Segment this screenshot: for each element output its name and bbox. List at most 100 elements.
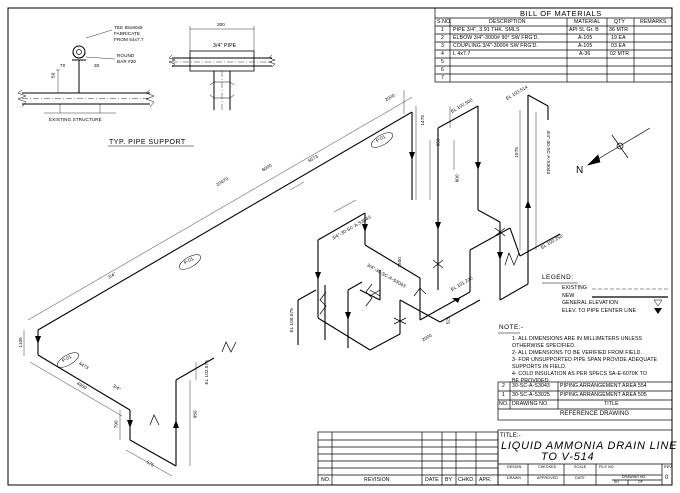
bom-cell-material: A-36: [579, 51, 591, 57]
note-line: BE PROVIDED.: [512, 378, 551, 384]
dim-50-label: 50: [50, 72, 56, 78]
elevation-6: EL 100.575: [288, 308, 294, 333]
bom-table-lines: [434, 7, 673, 83]
iso-dim-790: 790: [113, 420, 119, 429]
revision-header-no: NO.: [321, 477, 331, 483]
support-plan: [168, 26, 276, 110]
bom-cell-sno: 3: [441, 43, 444, 49]
drawing-title-line-2: TO V-514: [541, 451, 595, 463]
dim-30-label: 30: [94, 63, 100, 68]
bom-cell-description: PIPE 3/4", 3.91 THK. SMLS: [453, 27, 520, 33]
reference-bubbles: [57, 132, 393, 368]
bom-cell-description: ELBOW 3/4"-3000# 90° SW FRG'D.: [453, 35, 540, 41]
tee-note-1: TEE 65x60x8: [114, 25, 143, 30]
bom-header-remarks: REMARKS: [640, 19, 667, 25]
bom-cell-sno: 1: [441, 27, 444, 33]
drawing-title-line-1: LIQUID AMMONIA DRAIN LINE: [501, 440, 678, 452]
legend-item-existing: EXISTING: [562, 285, 588, 291]
reference-block-lines: [497, 381, 673, 421]
title-block-date: DATE: [575, 476, 585, 480]
bom-header-description: DESCRIPTION: [489, 19, 526, 25]
revision-header-apr: APR.: [479, 477, 492, 483]
support-caption: TYP. PIPE SUPPORT: [109, 139, 186, 146]
existing-structure-label: EXISTING STRUCTURE: [49, 117, 102, 122]
bom-cell-sno: 7: [441, 75, 444, 81]
north-arrow-symbol: [586, 127, 651, 166]
isometric-piping: [37, 94, 561, 467]
revision-header-chkd: CHKD.: [458, 477, 475, 483]
revision-header-date: DATE: [425, 477, 439, 483]
title-block-drawing-no: DRAWING NO.: [622, 474, 647, 479]
bom-title: BILL OF MATERIALS: [520, 9, 602, 18]
bom-header-material: MATERIAL: [574, 19, 601, 25]
reference-no: 1: [502, 392, 505, 398]
bom-cell-sno: 6: [441, 67, 444, 73]
bom-cell-sno: 5: [441, 59, 444, 65]
tee-note-3: FROM 54x7.7: [114, 37, 144, 42]
revision-header-revision: REVISION: [364, 477, 390, 483]
elevation-5: EL 102.575: [203, 360, 209, 385]
flow-arrows: [35, 152, 531, 428]
bom-cell-qty: 02 MTR: [610, 51, 630, 57]
bom-cell-material: A-105: [578, 35, 593, 41]
reference-drawing-no: 30-SC-A-S3043: [512, 383, 550, 389]
title-block-approved: APPROVED: [537, 476, 558, 480]
iso-dim-1500: 1500: [397, 256, 403, 268]
title-label: TITLE:-: [500, 433, 521, 439]
legend-item-new: NEW: [562, 293, 575, 299]
note-line: SUPPORTS IN FIELD.: [512, 364, 567, 370]
north-arrow: N: [576, 165, 584, 176]
title-block-sh: SH: [614, 480, 619, 484]
bom-header-qty: QTY: [614, 19, 625, 25]
reference-title: PIPING ARRANGEMENT AREA 505: [560, 392, 647, 398]
bom-cell-sno: 4: [441, 51, 444, 57]
pipe-size-label: 3/4" PIPE: [213, 43, 237, 49]
iso-dim-950: 950: [435, 138, 441, 147]
title-block-rev-label: REV.: [664, 465, 673, 469]
legend-item-elev-center-line: ELEV. TO PIPE CENTER LINE: [562, 308, 637, 314]
title-block-lines: [497, 429, 673, 486]
iso-dim-525: 525: [445, 316, 451, 325]
note-line: 4- COLD INSULATION AS PER SPECS SA-E-607…: [512, 371, 648, 377]
iso-dim-800: 800: [454, 174, 460, 183]
iso-dim-1105: 1105: [17, 337, 23, 348]
note-line: 3- FOR UNSUPPORTED PIPE SPAN PROVIDE ADE…: [512, 357, 658, 363]
title-block-of: OF: [638, 480, 643, 484]
notes-title: NOTE:-: [499, 324, 524, 331]
reference-col-drawing: DRAWING NO.: [512, 401, 549, 407]
legend-lines: [542, 282, 668, 314]
title-block-scale: SCALE: [574, 465, 587, 469]
dim-300-label: 300: [217, 22, 225, 27]
round-bar-note-1: ROUND: [117, 53, 135, 58]
title-block-design: DESIGN: [507, 465, 522, 469]
title-block-file-no: FILE NO.: [599, 465, 615, 469]
bom-cell-sno: 2: [441, 35, 444, 41]
title-block-checked: CHECKED: [538, 465, 557, 469]
bom-cell-description: L 4x7.7: [453, 51, 471, 57]
note-line: 1- ALL DIMENSIONS ARE IN MILLIMETERS UNL…: [512, 336, 643, 342]
support-elevation: [17, 29, 155, 114]
reference-col-no: NO.: [499, 401, 509, 407]
bom-cell-qty: 03 EA: [611, 43, 626, 49]
title-block-rev-value: 0: [665, 475, 669, 481]
tee-note-2: FABRICATE: [114, 31, 141, 36]
reference-col-title: TITLE: [604, 401, 619, 407]
iso-dim-1475: 1475: [420, 114, 426, 126]
reference-title: PIPING ARRANGEMENT AREA 554: [560, 383, 647, 389]
dim-70-label: 70: [60, 63, 66, 68]
note-line: OTHERWISE SPECIFIED.: [512, 343, 576, 349]
legend-item-general-elevation: GENERAL ELEVATION: [562, 300, 619, 306]
round-bar-note-2: BAR #20: [117, 59, 137, 64]
reference-no: 2: [502, 383, 505, 389]
iso-dim-1575: 1575: [514, 146, 520, 158]
bom-cell-description: COUPLING 3/4"-3000# SW FRG'D.: [453, 43, 539, 49]
iso-fittings: [149, 227, 520, 426]
revision-block-lines: [317, 431, 499, 486]
line-number-1: 3/4"-30-SC-A-S3043: [546, 130, 552, 175]
legend-title: LEGEND:: [542, 274, 574, 281]
iso-dim-950-lower: 950: [192, 410, 198, 419]
iso-dimension-lines: [23, 90, 537, 477]
bom-header-sno: S.NO.: [437, 19, 452, 25]
